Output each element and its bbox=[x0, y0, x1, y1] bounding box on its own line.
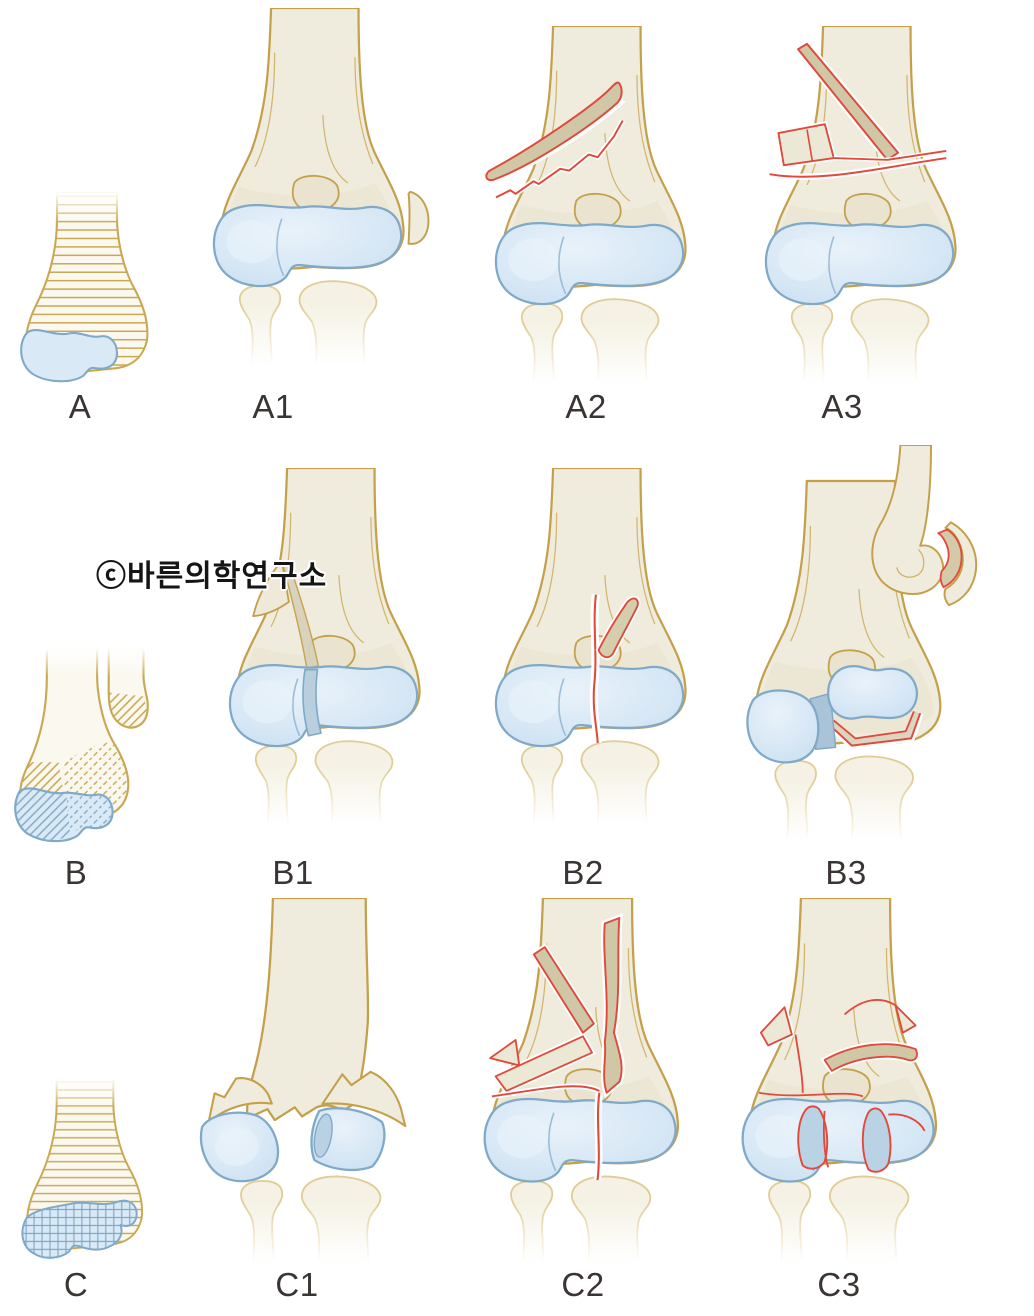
label-b3: B3 bbox=[825, 854, 867, 891]
cartilage-split-band bbox=[302, 668, 322, 737]
label-c3: C3 bbox=[817, 1266, 861, 1303]
illustration-b1 bbox=[196, 468, 446, 825]
panel-b3 bbox=[715, 445, 985, 841]
panel-a3 bbox=[732, 26, 982, 383]
label-c2: C2 bbox=[561, 1266, 605, 1303]
articular-fragment-lines bbox=[797, 1105, 926, 1173]
panel-b2 bbox=[462, 468, 712, 825]
avulsed-epicondyle-fragment bbox=[407, 190, 430, 245]
lateral-condyle-fragment bbox=[200, 1077, 280, 1183]
forearm-bones bbox=[180, 1175, 435, 1262]
forearm-bones bbox=[196, 740, 446, 825]
articular-cartilage bbox=[21, 1199, 138, 1259]
illustration-c2 bbox=[450, 898, 705, 1262]
illustration-c3 bbox=[708, 898, 963, 1262]
illustration-a1 bbox=[180, 8, 430, 365]
fracture-lines-medial bbox=[589, 594, 641, 744]
label-b: B bbox=[64, 854, 88, 891]
panel-c2 bbox=[450, 898, 705, 1262]
label-a: A bbox=[68, 388, 92, 425]
fracture-lines-multifragmentary bbox=[769, 39, 947, 180]
panel-b1 bbox=[196, 468, 446, 825]
panel-a bbox=[12, 192, 162, 389]
fracture-lines-multifragmentary bbox=[489, 913, 625, 1181]
humerus-bone bbox=[12, 192, 162, 376]
illustration-c-schematic bbox=[14, 1078, 156, 1259]
panel-c3 bbox=[708, 898, 963, 1262]
front-view bbox=[715, 479, 968, 841]
capitellum-ball bbox=[746, 689, 820, 764]
label-c1: C1 bbox=[275, 1266, 319, 1303]
label-a3: A3 bbox=[821, 388, 863, 425]
illustration-b-schematic bbox=[8, 648, 163, 843]
shear-fracture-surface bbox=[937, 528, 963, 589]
forearm-bones bbox=[462, 740, 712, 825]
illustration-a2 bbox=[462, 26, 712, 383]
illustration-a3 bbox=[732, 26, 982, 383]
humerus-side-view bbox=[871, 445, 945, 595]
fracture-lines-oblique bbox=[485, 81, 626, 200]
displaced-trochlea-fragment bbox=[827, 664, 919, 720]
label-c: C bbox=[63, 1266, 89, 1303]
label-a2: A2 bbox=[565, 388, 607, 425]
forearm-bones bbox=[715, 755, 968, 841]
donor-notch-fracture-line bbox=[824, 711, 924, 750]
forearm-bones bbox=[462, 298, 712, 383]
illustration-b2 bbox=[462, 468, 712, 825]
forearm-bones bbox=[708, 1175, 963, 1262]
illustration-b3 bbox=[715, 445, 978, 841]
lateral-inset bbox=[871, 445, 978, 607]
forearm-bones bbox=[450, 1175, 705, 1262]
medial-condyle-fragment bbox=[310, 1070, 407, 1172]
humerus-shaft-broken bbox=[245, 898, 370, 1122]
articular-cartilage bbox=[20, 329, 119, 383]
panel-a2 bbox=[462, 26, 712, 383]
copyright-watermark: ⓒ바른의학연구소 bbox=[96, 560, 328, 593]
label-a1: A1 bbox=[252, 388, 294, 425]
illustration-a-schematic bbox=[12, 192, 162, 383]
illustration-c1 bbox=[180, 898, 435, 1262]
panel-c1 bbox=[180, 898, 435, 1262]
forearm-bones bbox=[180, 280, 430, 365]
panel-a1 bbox=[180, 8, 430, 365]
panel-b bbox=[8, 648, 163, 851]
panel-c bbox=[14, 1078, 156, 1264]
articular-cartilage bbox=[14, 787, 114, 843]
label-b2: B2 bbox=[562, 854, 604, 891]
fracture-plane-lateral bbox=[252, 559, 320, 669]
forearm-bones bbox=[732, 298, 982, 383]
label-b1: B1 bbox=[272, 854, 314, 891]
supracondylar-fragment-lines bbox=[757, 999, 920, 1098]
